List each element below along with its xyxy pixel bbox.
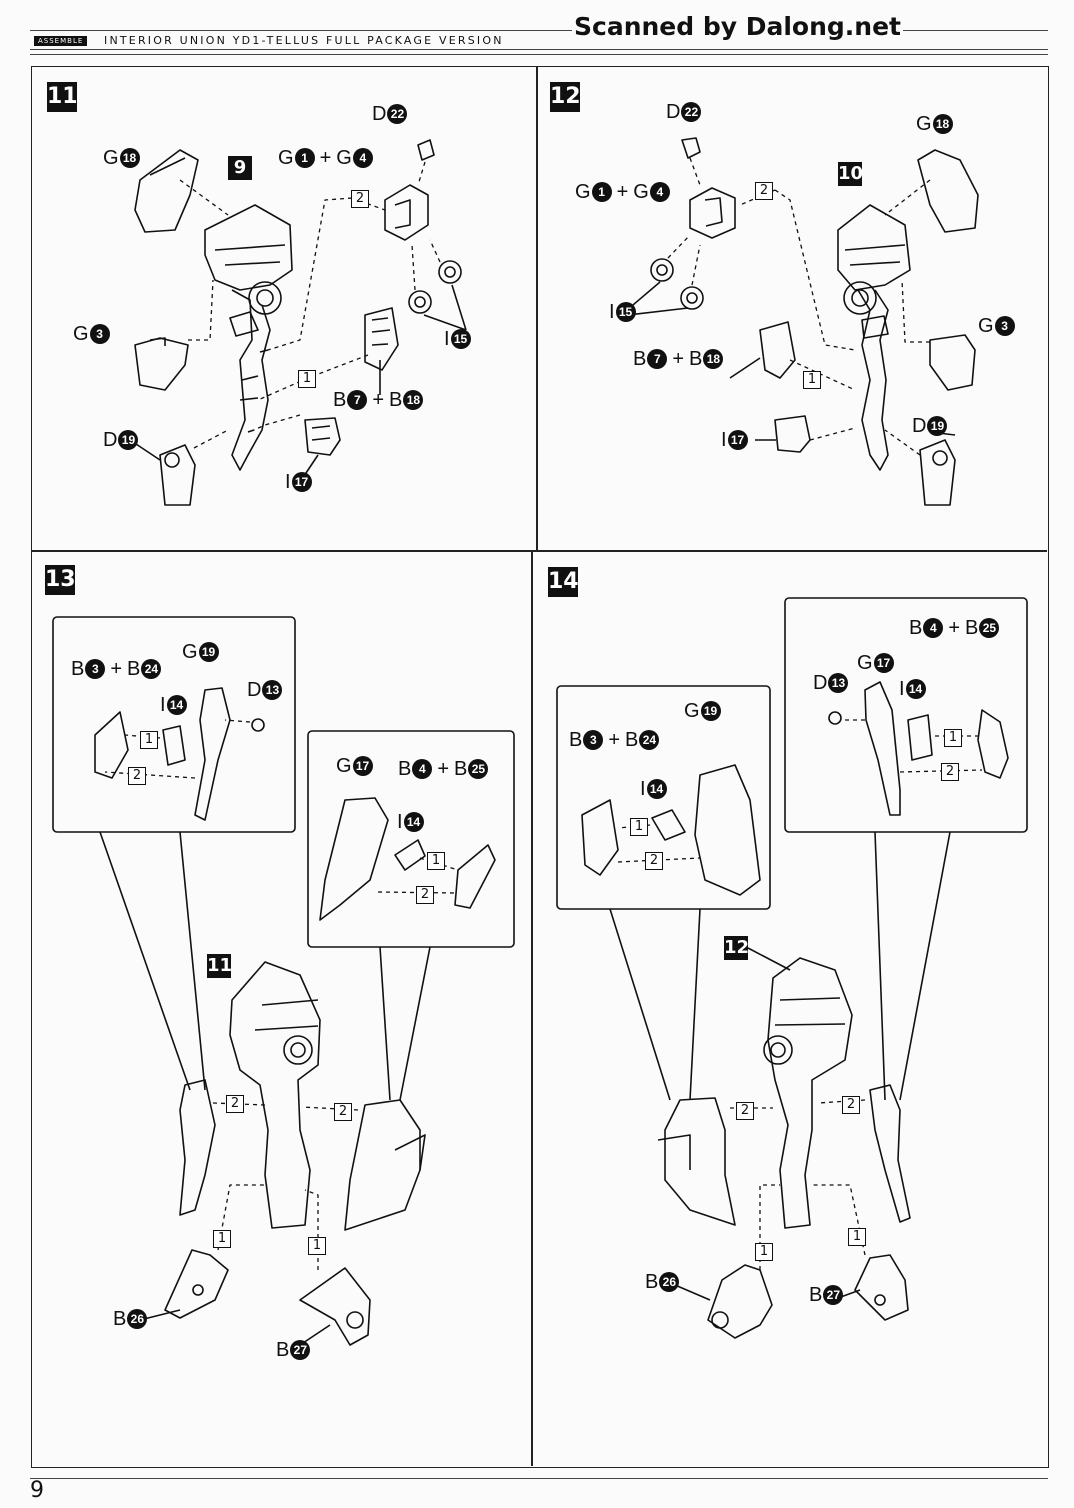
order-tag: 1 [944,729,962,747]
order-tag: 2 [226,1095,244,1113]
header-tag: ASSEMBLE [34,36,88,46]
reference-step-11: 11 [207,954,233,978]
divider-bottom [531,551,533,1466]
footer-rule [30,1478,1048,1479]
order-tag: 1 [140,731,158,749]
divider-middle [31,550,1047,552]
step-number-14: 14 [548,567,579,597]
order-tag: 2 [645,852,663,870]
reference-step-9: 9 [228,156,252,180]
header-rule-bottom [30,49,1048,50]
step-number-11: 11 [47,82,78,112]
order-tag: 1 [848,1228,866,1246]
order-tag: 1 [803,371,821,389]
order-tag: 2 [842,1096,860,1114]
order-tag: 1 [213,1230,231,1248]
order-tag: 2 [128,767,146,785]
header-title: INTERIOR UNION YD1-TELLUS FULL PACKAGE V… [104,34,504,47]
header-rule-top [30,30,1048,31]
scanned-by-watermark: Scanned by Dalong.net [572,12,904,41]
step-number-13: 13 [45,565,76,595]
order-tag: 1 [308,1237,326,1255]
order-tag: 2 [736,1102,754,1120]
order-tag: 2 [351,190,369,208]
instruction-frame [31,66,1049,1468]
page-number: 9 [30,1478,44,1503]
order-tag: 2 [941,763,959,781]
header-rule-bottom2 [30,54,1048,55]
order-tag: 2 [334,1103,352,1121]
order-tag: 1 [630,818,648,836]
reference-step-12: 12 [724,936,750,960]
order-tag: 1 [298,370,316,388]
order-tag: 2 [416,886,434,904]
reference-step-10: 10 [838,162,864,186]
step-number-12: 12 [550,82,581,112]
order-tag: 2 [755,182,773,200]
divider-top [536,67,538,551]
order-tag: 1 [427,852,445,870]
order-tag: 1 [755,1243,773,1261]
